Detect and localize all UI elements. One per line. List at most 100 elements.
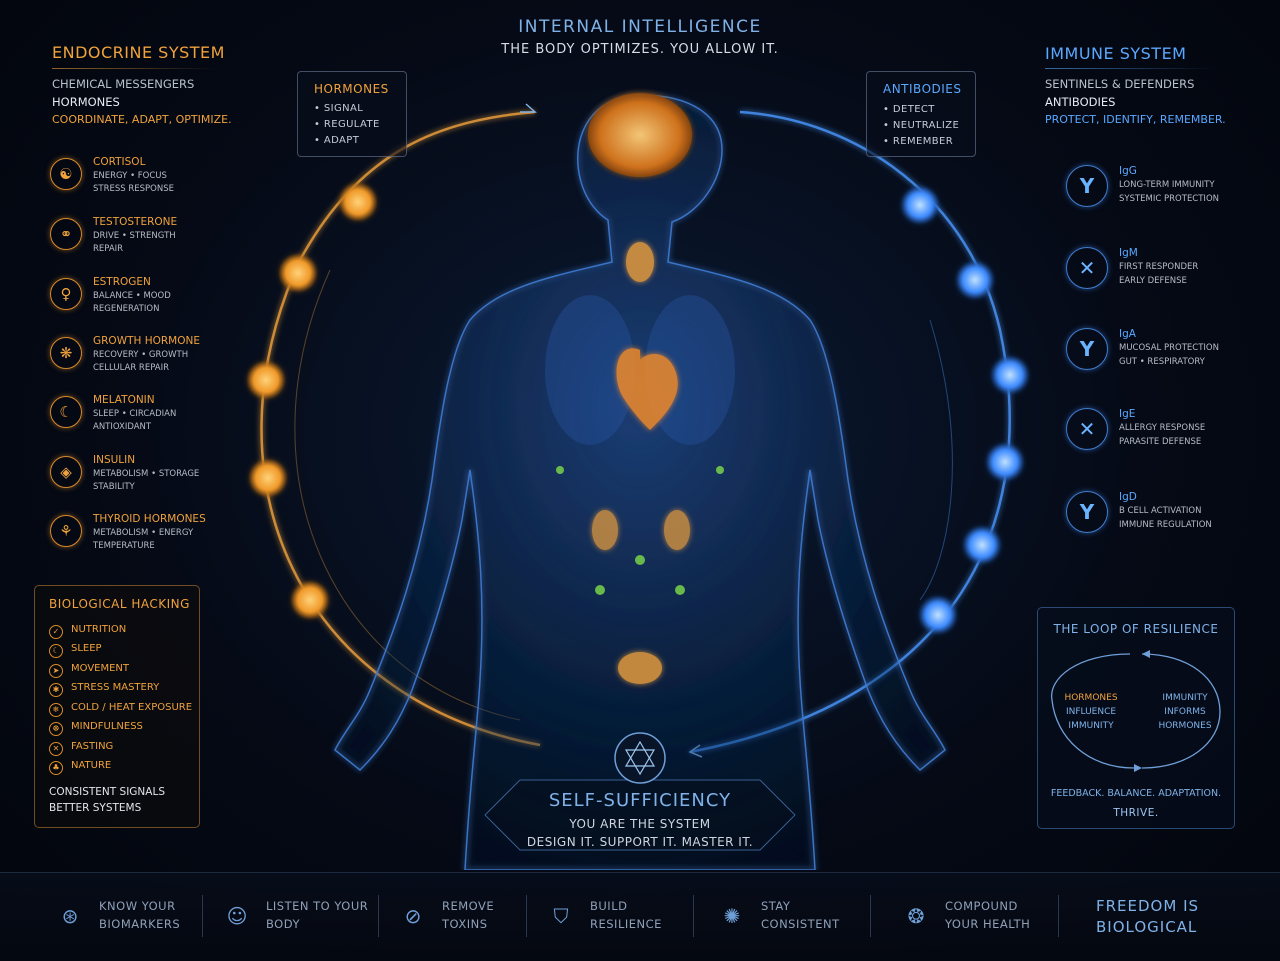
stress-icon: ✱: [49, 683, 63, 697]
antibody-ige: ✕ IgE ALLERGY RESPONSE PARASITE DEFENSE: [1066, 408, 1276, 460]
network-icon: ❂: [907, 904, 925, 928]
check-icon: ✓: [49, 625, 63, 639]
hacking-item-label: NUTRITION: [71, 624, 127, 635]
endocrine-line1: CHEMICAL MESSENGERS: [52, 77, 195, 91]
hormone-desc1: SLEEP • CIRCADIAN: [93, 409, 177, 419]
hacking-item: ✓ NUTRITION: [49, 624, 126, 639]
endocrine-line2: HORMONES: [52, 95, 120, 109]
footer-separator: [870, 895, 871, 937]
footer-separator: [202, 895, 203, 937]
head-icon: ☺: [226, 904, 248, 928]
hormone-name: GROWTH HORMONE: [93, 335, 200, 347]
antibody-igd: Y IgD B CELL ACTIVATION IMMUNE REGULATIO…: [1066, 491, 1276, 543]
footer-separator: [526, 895, 527, 937]
hacking-item-label: FASTING: [71, 741, 114, 752]
hormone-desc1: DRIVE • STRENGTH: [93, 231, 176, 241]
page-subtitle: THE BODY OPTIMIZES. YOU ALLOW IT.: [501, 42, 779, 57]
antibody-name: IgA: [1119, 328, 1136, 340]
antibody-iga: Y IgA MUCOSAL PROTECTION GUT • RESPIRATO…: [1066, 328, 1276, 380]
toxin-icon: ⊘: [404, 904, 422, 928]
immune-line3: PROTECT, IDENTIFY, REMEMBER.: [1045, 113, 1226, 126]
hormone-insulin: ◈ INSULIN METABOLISM • STORAGE STABILITY: [48, 454, 268, 506]
antibody-igm: ✕ IgM FIRST RESPONDER EARLY DEFENSE: [1066, 247, 1276, 299]
antibody-desc1: B CELL ACTIVATION: [1119, 506, 1202, 516]
hormone-desc2: CELLULAR REPAIR: [93, 363, 170, 373]
callout-item: • NEUTRALIZE: [883, 120, 960, 131]
callout-item: • REGULATE: [314, 119, 380, 130]
footer-separator: [693, 895, 694, 937]
page-title: INTERNAL INTELLIGENCE: [518, 17, 762, 37]
endocrine-divider: [52, 68, 217, 69]
footer-item-line2: CONSISTENT: [761, 917, 840, 931]
hormone-desc2: ANTIOXIDANT: [93, 422, 152, 432]
antibody-x-icon: ✕: [1066, 408, 1108, 450]
hormone-desc1: BALANCE • MOOD: [93, 291, 171, 301]
run-icon: ➤: [49, 664, 63, 678]
loop-right-line2: INFORMS: [1164, 707, 1206, 717]
antibody-igg: Y IgG LONG-TERM IMMUNITY SYSTEMIC PROTEC…: [1066, 165, 1276, 217]
hormone-cortisol: ☯ CORTISOL ENERGY • FOCUS STRESS RESPONS…: [48, 156, 268, 208]
insulin-icon: ◈: [50, 456, 82, 488]
loop-title: THE LOOP OF RESILIENCE: [1053, 622, 1219, 636]
self-sufficiency-line2: DESIGN IT. SUPPORT IT. MASTER IT.: [526, 835, 754, 849]
footer-separator: [378, 895, 379, 937]
callout-title: ANTIBODIES: [883, 82, 962, 96]
fasting-icon: ✕: [49, 742, 63, 756]
hormone-desc1: ENERGY • FOCUS: [93, 171, 167, 181]
hacking-item: ➤MOVEMENT: [49, 663, 129, 678]
antibody-desc2: IMMUNE REGULATION: [1119, 520, 1212, 530]
hormone-desc2: STABILITY: [93, 482, 135, 492]
hormone-desc2: REPAIR: [93, 244, 124, 254]
hormone-testosterone: ⚭ TESTOSTERONE DRIVE • STRENGTH REPAIR: [48, 216, 268, 268]
hacking-title: BIOLOGICAL HACKING: [49, 597, 190, 611]
hormones-callout: HORMONES • SIGNAL • REGULATE • ADAPT: [297, 71, 407, 157]
hacking-item-label: STRESS MASTERY: [71, 682, 160, 693]
loop-right-line1: IMMUNITY: [1162, 693, 1208, 703]
footer-bar: ⊛ KNOW YOUR BIOMARKERS ☺ LISTEN TO YOUR …: [0, 872, 1280, 961]
hormone-name: ESTROGEN: [93, 276, 151, 288]
footer-item-line2: BIOMARKERS: [99, 917, 181, 931]
antibody-name: IgG: [1119, 165, 1137, 177]
loop-left-line3: IMMUNITY: [1068, 721, 1114, 731]
callout-item: • ADAPT: [314, 135, 360, 146]
hacking-item: ☸MINDFULNESS: [49, 721, 143, 736]
estrogen-icon: ♀: [50, 278, 82, 310]
loop-right-line3: HORMONES: [1158, 721, 1212, 731]
hacking-item: ✱ STRESS MASTERY: [49, 682, 159, 697]
hacking-item: ♣NATURE: [49, 760, 111, 775]
footer-item-line1: BUILD: [590, 899, 628, 913]
cortisol-icon: ☯: [50, 158, 82, 190]
antibody-desc2: PARASITE DEFENSE: [1119, 437, 1202, 447]
testosterone-icon: ⚭: [50, 218, 82, 250]
meditation-icon: ☸: [49, 722, 63, 736]
antibody-desc2: GUT • RESPIRATORY: [1119, 357, 1205, 367]
hacking-item-label: NATURE: [71, 760, 112, 771]
hormone-estrogen: ♀ ESTROGEN BALANCE • MOOD REGENERATION: [48, 276, 268, 328]
hacking-item-label: COLD / HEAT EXPOSURE: [71, 702, 193, 713]
antibody-name: IgM: [1119, 247, 1138, 259]
immune-line2: ANTIBODIES: [1045, 95, 1116, 109]
callout-item: • DETECT: [883, 104, 935, 115]
hormone-name: THYROID HORMONES: [93, 513, 206, 525]
antibody-name: IgD: [1119, 491, 1137, 503]
hormone-desc2: TEMPERATURE: [93, 541, 155, 551]
antibody-desc1: MUCOSAL PROTECTION: [1119, 343, 1219, 353]
hormone-desc2: REGENERATION: [93, 304, 160, 314]
loop-of-resilience-panel: THE LOOP OF RESILIENCE HORMONES INFLUENC…: [1037, 607, 1235, 829]
hacking-item-label: SLEEP: [71, 643, 102, 654]
freedom-line2: BIOLOGICAL: [1096, 918, 1198, 936]
loop-right-text: IMMUNITY INFORMS HORMONES: [1150, 691, 1220, 733]
immune-line1: SENTINELS & DEFENDERS: [1045, 77, 1195, 91]
hacking-item: ✕ FASTING: [49, 741, 113, 756]
footer-item-line2: RESILIENCE: [590, 917, 662, 931]
hormone-name: CORTISOL: [93, 156, 146, 168]
shield-icon: ⛉: [553, 904, 569, 928]
loop-footer2: THRIVE.: [1113, 807, 1159, 819]
endocrine-line3: COORDINATE, ADAPT, OPTIMIZE.: [52, 113, 232, 126]
antibody-y-icon: Y: [1066, 328, 1108, 370]
antibody-y-icon: Y: [1066, 491, 1108, 533]
hormone-name: MELATONIN: [93, 394, 155, 406]
antibodies-callout: ANTIBODIES • DETECT • NEUTRALIZE • REMEM…: [866, 71, 976, 157]
self-sufficiency-line1: YOU ARE THE SYSTEM: [569, 817, 711, 831]
loop-left-line2: INFLUENCE: [1065, 707, 1117, 717]
